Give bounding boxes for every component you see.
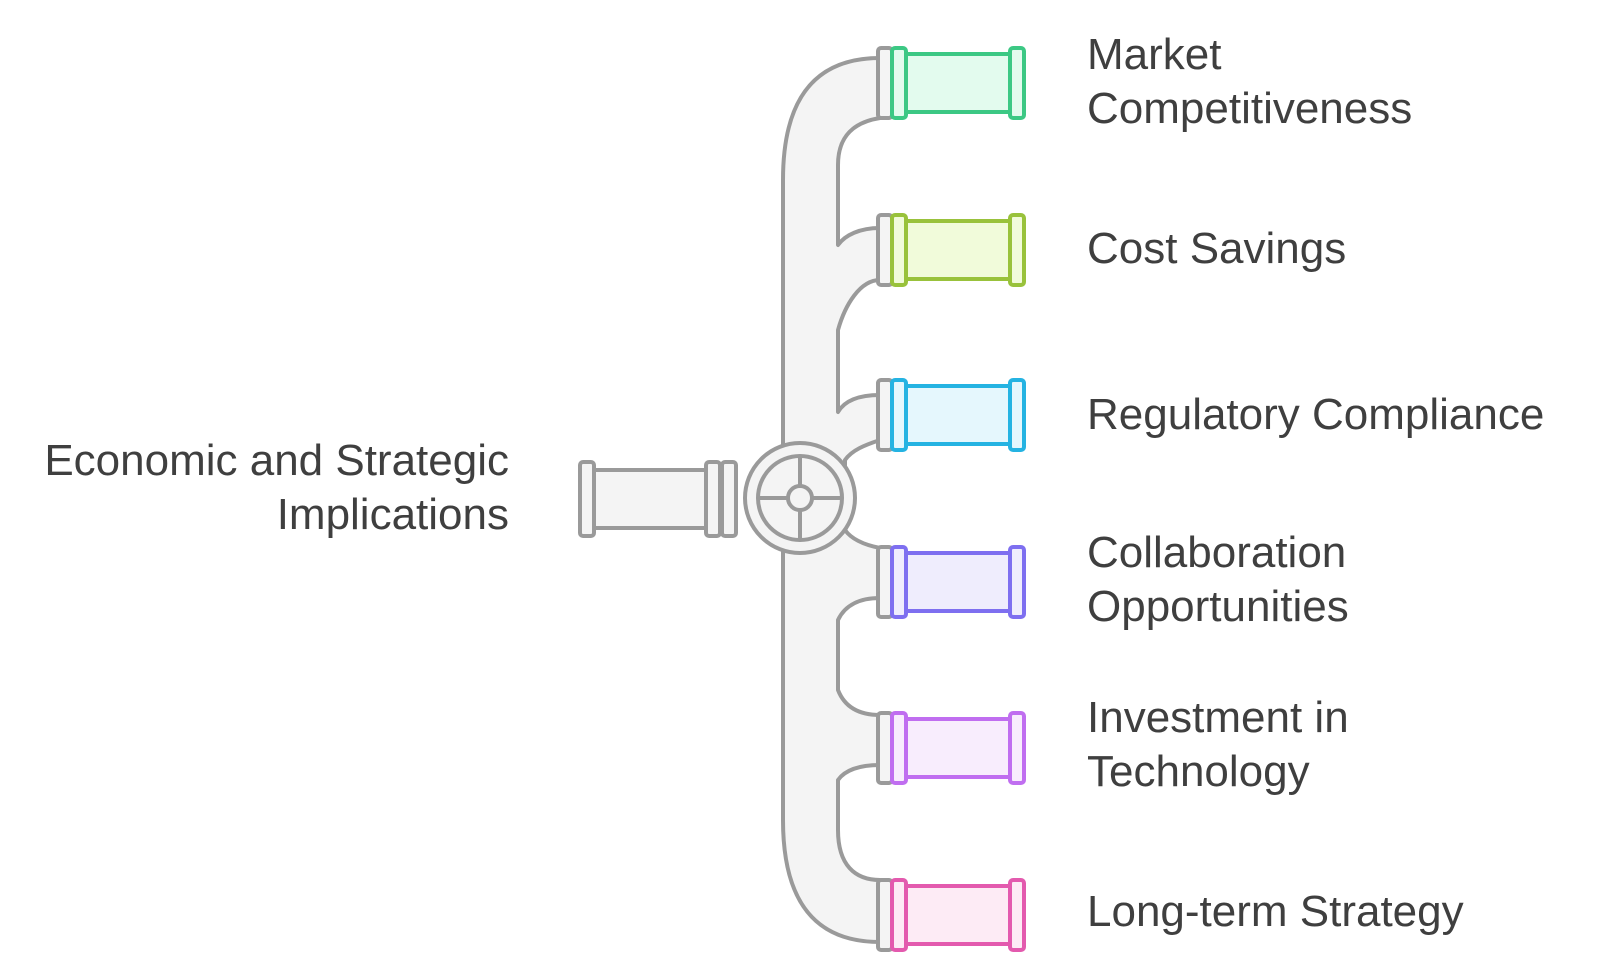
output-label-line: Collaboration — [1087, 528, 1347, 577]
output-label-line: Regulatory Compliance — [1087, 390, 1545, 439]
output-label-line: Technology — [1087, 747, 1310, 796]
output-label-line: Long-term Strategy — [1087, 887, 1464, 936]
output-pipe-long-term-strategy — [876, 878, 1026, 952]
output-label-cost-savings: Cost Savings — [1087, 222, 1346, 276]
valve-wheel-icon — [743, 441, 857, 555]
source-label-line-1: Economic and Strategic — [44, 436, 509, 485]
output-pipes — [876, 46, 1026, 952]
output-pipe-market-competitiveness — [876, 46, 1026, 120]
output-pipe-investment-in-technology — [876, 711, 1026, 785]
output-label-line: Investment in — [1087, 693, 1349, 742]
source-label: Economic and Strategic Implications — [44, 434, 509, 542]
output-label-line: Market — [1087, 30, 1222, 79]
output-label-line: Cost Savings — [1087, 224, 1347, 273]
output-label-long-term-strategy: Long-term Strategy — [1087, 885, 1464, 939]
output-label-collaboration-opportunities: Collaboration Opportunities — [1087, 526, 1349, 634]
output-label-line: Opportunities — [1087, 582, 1349, 631]
source-pipe — [578, 460, 738, 538]
output-label-line: Competitiveness — [1087, 84, 1413, 133]
output-pipe-regulatory-compliance — [876, 378, 1026, 452]
output-pipe-cost-savings — [876, 213, 1026, 287]
output-label-investment-in-technology: Investment in Technology — [1087, 691, 1349, 799]
source-label-line-2: Implications — [276, 490, 509, 539]
output-pipe-collaboration-opportunities — [876, 545, 1026, 619]
output-label-market-competitiveness: Market Competitiveness — [1087, 28, 1412, 136]
output-label-regulatory-compliance: Regulatory Compliance — [1087, 388, 1544, 442]
